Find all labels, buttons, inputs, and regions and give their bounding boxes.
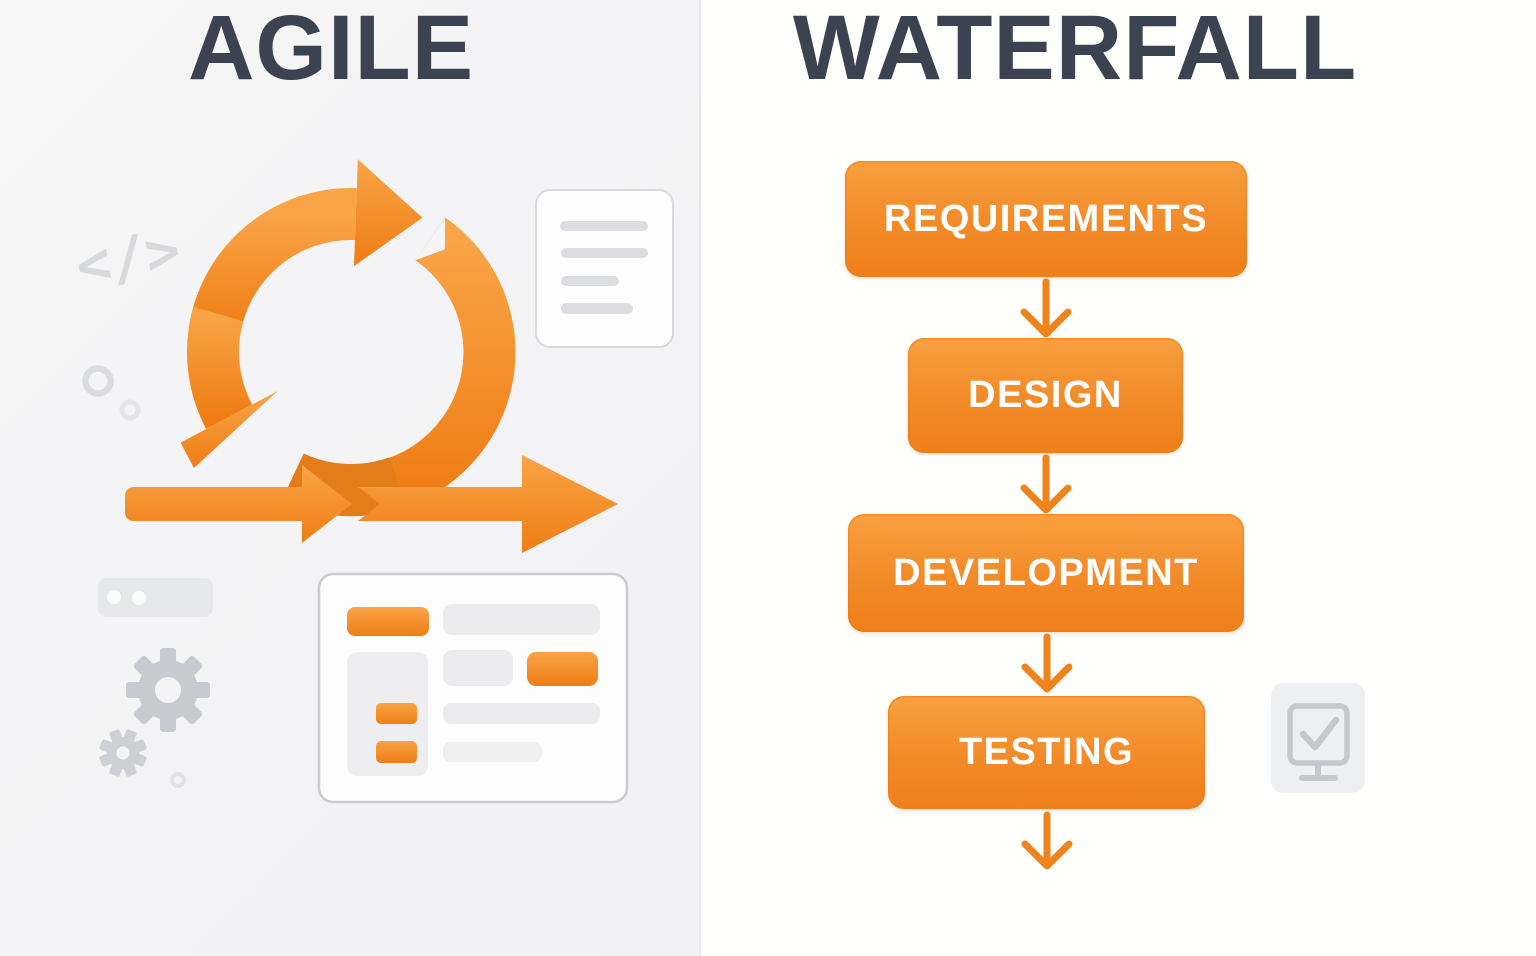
- board-chip: [376, 703, 417, 724]
- waterfall-step-testing: TESTING: [888, 696, 1205, 809]
- waterfall-step-requirements: REQUIREMENTS: [845, 161, 1247, 277]
- gear-icon-small: [99, 729, 147, 777]
- waterfall-panel: [701, 0, 1536, 956]
- step-label: DESIGN: [968, 374, 1123, 416]
- browser-bar-icon: [98, 578, 213, 617]
- waterfall-step-development: DEVELOPMENT: [848, 514, 1244, 632]
- code-brackets-icon: </>: [71, 215, 186, 300]
- waterfall-step-design: DESIGN: [908, 338, 1183, 453]
- agile-title: AGILE: [187, 0, 475, 99]
- decorative-rings-icon: [82, 365, 186, 788]
- board-chip: [347, 607, 429, 636]
- gear-icon-large: [126, 648, 210, 732]
- agile-illustration: </>: [71, 159, 674, 804]
- panel-divider: [699, 0, 701, 956]
- step-label: TESTING: [958, 731, 1135, 773]
- document-icon: [535, 189, 674, 348]
- board-chip: [527, 652, 598, 686]
- board-chip: [376, 741, 417, 763]
- waterfall-title: WATERFALL: [792, 0, 1358, 99]
- step-label: REQUIREMENTS: [883, 197, 1209, 240]
- kanban-board-icon: [317, 572, 629, 804]
- step-label: DEVELOPMENT: [893, 551, 1199, 594]
- sprint-cycle-icon: [125, 159, 618, 553]
